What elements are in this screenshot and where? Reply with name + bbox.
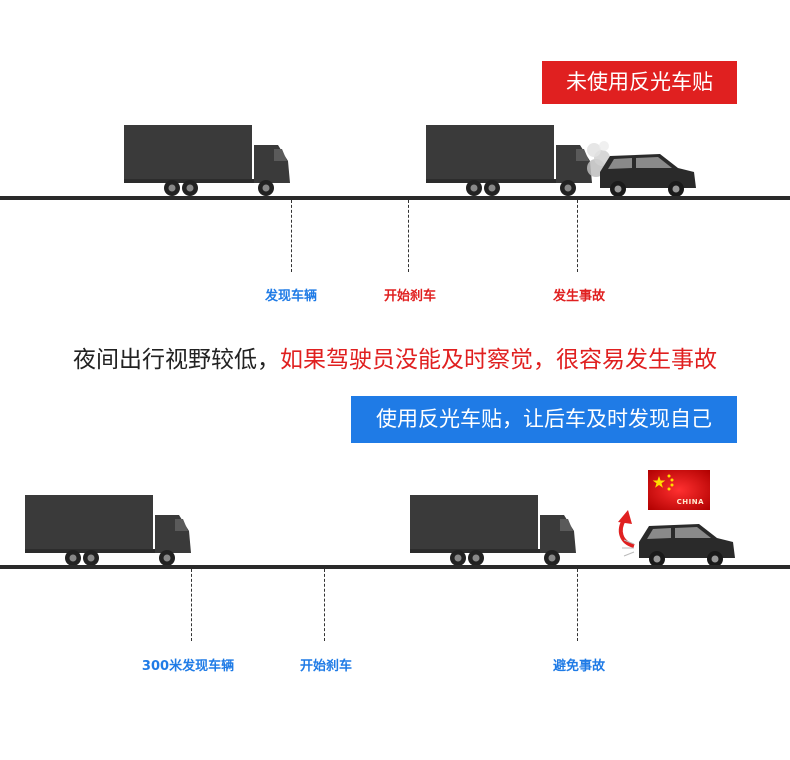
marker-label-spot-vehicle: 发现车辆 bbox=[264, 289, 318, 304]
marker-line bbox=[324, 569, 325, 641]
suv-icon bbox=[600, 154, 696, 197]
road-line bbox=[0, 565, 790, 569]
flag-text: CHINA bbox=[676, 498, 704, 506]
marker-line bbox=[408, 200, 409, 272]
smoke-icon bbox=[587, 141, 610, 177]
caption-part-1: 夜间出行视野较低， bbox=[73, 347, 280, 373]
truck-icon bbox=[426, 125, 592, 196]
truck-icon bbox=[124, 125, 290, 196]
truck-icon bbox=[25, 495, 191, 566]
marker-line bbox=[577, 200, 578, 272]
no-reflective-sticker-banner: 未使用反光车贴 bbox=[542, 61, 737, 104]
reflect-arrow-icon bbox=[618, 510, 635, 557]
marker-label-spot-vehicle-300m: 300米发现车辆 bbox=[141, 659, 235, 674]
marker-label-start-braking: 开始刹车 bbox=[299, 659, 353, 674]
marker-label-accident-avoided: 避免事故 bbox=[552, 659, 606, 674]
marker-label-accident: 发生事故 bbox=[552, 289, 606, 304]
reflective-sticker-banner: 使用反光车贴，让后车及时发现自己 bbox=[351, 396, 737, 443]
marker-line bbox=[291, 200, 292, 272]
caption: 夜间出行视野较低，如果驾驶员没能及时察觉，很容易发生事故 bbox=[0, 340, 790, 374]
truck-icon bbox=[410, 495, 576, 566]
marker-line bbox=[191, 569, 192, 641]
suv-icon bbox=[639, 524, 735, 567]
caption-part-2: 如果驾驶员没能及时察觉，很容易发生事故 bbox=[280, 347, 717, 373]
road-line bbox=[0, 196, 790, 200]
marker-line bbox=[577, 569, 578, 641]
china-flag-icon: CHINA bbox=[648, 470, 710, 510]
marker-label-start-braking: 开始刹车 bbox=[383, 289, 437, 304]
